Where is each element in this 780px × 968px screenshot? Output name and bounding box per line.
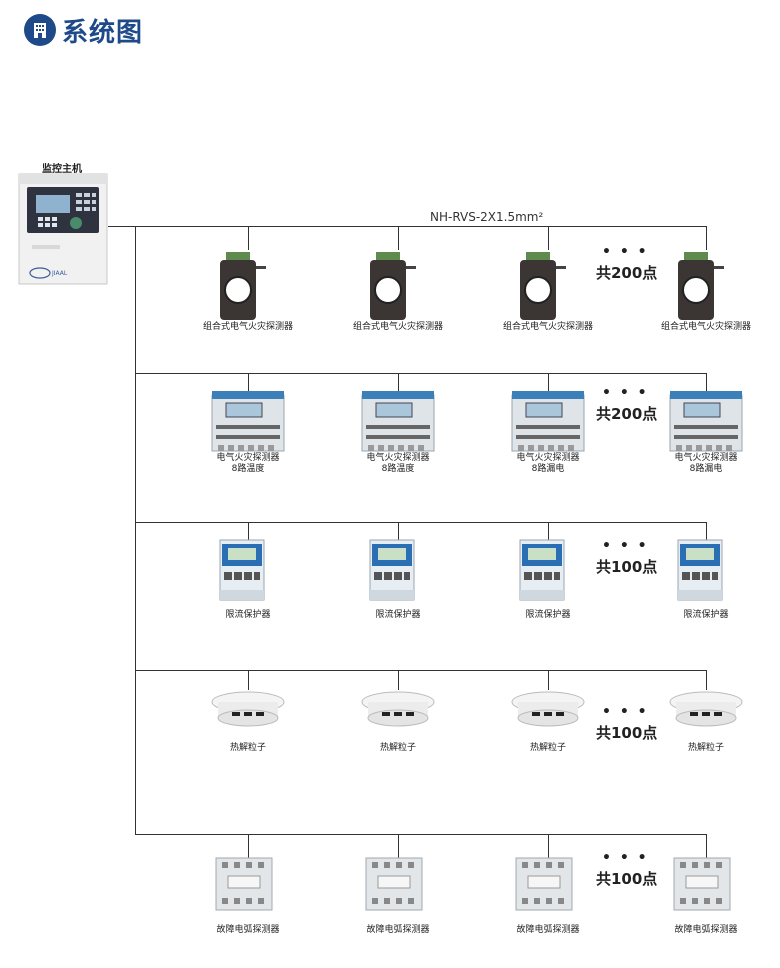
row-bus-line [135,834,706,835]
device-label-line: 组合式电气火灾探测器 [651,322,761,333]
device-label-line: 限流保护器 [193,610,303,621]
ellipsis-dots: • • • [602,244,649,260]
device-label-line: 热解粒子 [343,743,453,754]
device-label-line: 8路漏电 [651,464,761,475]
device-label-line: 组合式电气火灾探测器 [343,322,453,333]
device-image-meter [208,534,288,606]
device-image-smoke [666,684,746,734]
device-image-smoke [358,684,438,734]
device-label: 故障电弧探测器 [343,925,453,936]
device-label-line: 8路温度 [343,464,453,475]
device-image-meter [508,534,588,606]
device-label-line: 热解粒子 [651,743,761,754]
monitoring-host: JIAAL [18,173,108,285]
device-label-line: 故障电弧探测器 [193,925,303,936]
device-count: 共100点 [596,556,657,577]
row-bus-line [135,670,706,671]
device-label: 组合式电气火灾探测器 [493,322,603,333]
device-label: 故障电弧探测器 [493,925,603,936]
device-label: 组合式电气火灾探测器 [343,322,453,333]
device-label: 热解粒子 [493,743,603,754]
host-bus-line [108,226,135,227]
device-count: 共100点 [596,868,657,889]
device-label: 限流保护器 [343,610,453,621]
main-bus-line [135,226,136,834]
device-image-meter [358,534,438,606]
device-label: 组合式电气火灾探测器 [193,322,303,333]
device-image-cm [208,244,288,324]
device-image-smoke [508,684,588,734]
device-label: 热解粒子 [651,743,761,754]
device-label-line: 故障电弧探测器 [651,925,761,936]
device-image-smoke [208,684,288,734]
device-label-line: 电气火灾探测器 [493,453,603,464]
device-label-line: 热解粒子 [193,743,303,754]
building-icon [24,14,56,46]
device-label-line: 组合式电气火灾探测器 [493,322,603,333]
device-label: 限流保护器 [651,610,761,621]
row-bus-line [135,373,706,374]
ellipsis-dots: • • • [602,385,649,401]
device-image-arc [666,852,746,914]
device-image-arc [358,852,438,914]
device-image-cm [508,244,588,324]
row-bus-line [135,522,706,523]
device-label-line: 组合式电气火灾探测器 [193,322,303,333]
ellipsis-dots: • • • [602,704,649,720]
device-image-cm [358,244,438,324]
device-label-line: 8路温度 [193,464,303,475]
device-label-line: 限流保护器 [343,610,453,621]
device-count: 共100点 [596,722,657,743]
page-title: 系统图 [62,12,143,49]
ellipsis-dots: • • • [602,538,649,554]
device-label-line: 故障电弧探测器 [493,925,603,936]
row-bus-line [135,226,706,227]
device-label: 限流保护器 [493,610,603,621]
device-label-line: 电气火灾探测器 [343,453,453,464]
cable-label: NH-RVS-2X1.5mm² [430,210,543,224]
device-label-line: 8路漏电 [493,464,603,475]
device-label: 热解粒子 [343,743,453,754]
device-image-mod [208,385,288,460]
device-count: 共200点 [596,262,657,283]
device-label-line: 电气火灾探测器 [651,453,761,464]
page-title-group: 系统图 [24,10,143,50]
device-image-mod [358,385,438,460]
device-count: 共200点 [596,403,657,424]
device-label-line: 限流保护器 [493,610,603,621]
device-label: 故障电弧探测器 [651,925,761,936]
device-label-line: 电气火灾探测器 [193,453,303,464]
device-label: 组合式电气火灾探测器 [651,322,761,333]
device-label-line: 限流保护器 [651,610,761,621]
device-label: 故障电弧探测器 [193,925,303,936]
device-label: 限流保护器 [193,610,303,621]
device-label: 热解粒子 [193,743,303,754]
ellipsis-dots: • • • [602,850,649,866]
device-image-mod [666,385,746,460]
device-image-meter [666,534,746,606]
device-image-cm [666,244,746,324]
host-brand: JIAAL [51,270,68,277]
device-label-line: 热解粒子 [493,743,603,754]
device-image-mod [508,385,588,460]
device-image-arc [508,852,588,914]
device-image-arc [208,852,288,914]
device-label-line: 故障电弧探测器 [343,925,453,936]
